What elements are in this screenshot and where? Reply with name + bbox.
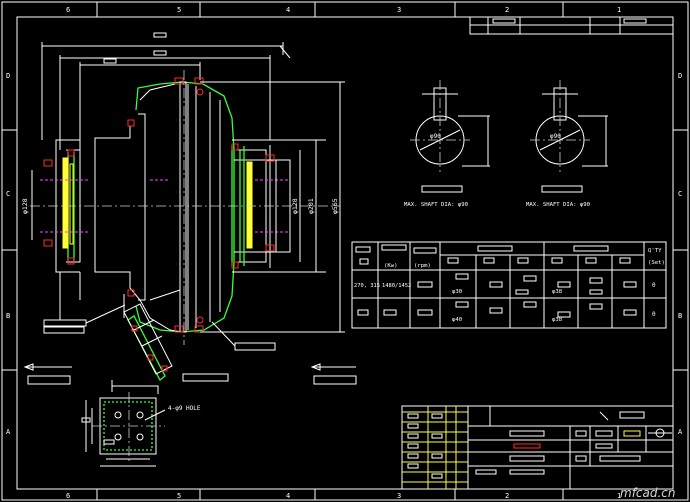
label-placeholders	[23, 304, 357, 385]
unit-power: (Kw)	[384, 263, 397, 269]
zone-letter-right: A	[678, 428, 683, 436]
unit-speed: (rpm)	[414, 263, 431, 269]
qty-header: Q'TY	[648, 248, 662, 254]
zone-number-bottom: 4	[286, 492, 290, 500]
row1-bore-1: φ30	[452, 289, 462, 295]
row1-bore-2: φ38	[552, 289, 563, 295]
dim-right-hub-bore: φ128	[291, 198, 299, 214]
zone-number-bottom: 3	[397, 492, 401, 500]
revision-block	[469, 16, 674, 35]
inclined-fitting	[111, 289, 181, 394]
zone-letter-right: B	[678, 312, 682, 320]
row1-qty: 0	[652, 282, 656, 289]
zone-letter-left: B	[6, 312, 10, 320]
keyway-left-bore: φ90	[430, 133, 441, 140]
zone-letter-right: C	[678, 190, 682, 198]
zone-letter-left: C	[6, 190, 10, 198]
coupling-section-view	[30, 32, 345, 345]
spec-table	[351, 241, 667, 329]
qty-unit: (Set)	[648, 260, 665, 266]
zone-number-bottom: 2	[505, 492, 509, 500]
zone-number-bottom: 1	[617, 492, 621, 500]
zone-number-top: 3	[397, 6, 401, 14]
base-plate-detail	[81, 392, 166, 467]
zone-letter-left: D	[6, 72, 10, 80]
dim-housing-diameter: φ565	[331, 198, 339, 214]
row2-qty: 0	[652, 311, 656, 318]
zone-letter-right: D	[678, 72, 682, 80]
row2-bore-1: φ40	[452, 317, 462, 323]
keyway-right-bore: φ90	[550, 133, 561, 140]
zone-number-top: 1	[617, 6, 621, 14]
hole-label: 4-φ9 HOLE	[168, 405, 201, 412]
dim-right-hub-outer: φ201	[307, 198, 315, 214]
zone-number-top: 2	[505, 6, 509, 14]
row1-power: 270, 315	[354, 283, 380, 289]
keyway-left-label: MAX. SHAFT DIA: φ90	[404, 202, 468, 208]
watermark: mfcad.cn	[620, 486, 676, 500]
zone-number-top: 4	[286, 6, 290, 14]
dim-left-hub-bore: φ128	[21, 198, 29, 214]
row1-speed: 1480/1452	[382, 283, 411, 289]
row2-bore-2: φ38	[552, 317, 563, 323]
keyway-section-left	[410, 80, 490, 193]
title-block	[401, 405, 674, 490]
zone-number-bottom: 6	[66, 492, 70, 500]
keyway-section-right	[530, 80, 608, 193]
zone-letter-left: A	[6, 428, 11, 436]
zone-number-top: 6	[66, 6, 70, 14]
zone-number-bottom: 5	[177, 492, 181, 500]
zone-number-top: 5	[177, 6, 181, 14]
keyway-right-label: MAX. SHAFT DIA: φ90	[526, 202, 590, 208]
